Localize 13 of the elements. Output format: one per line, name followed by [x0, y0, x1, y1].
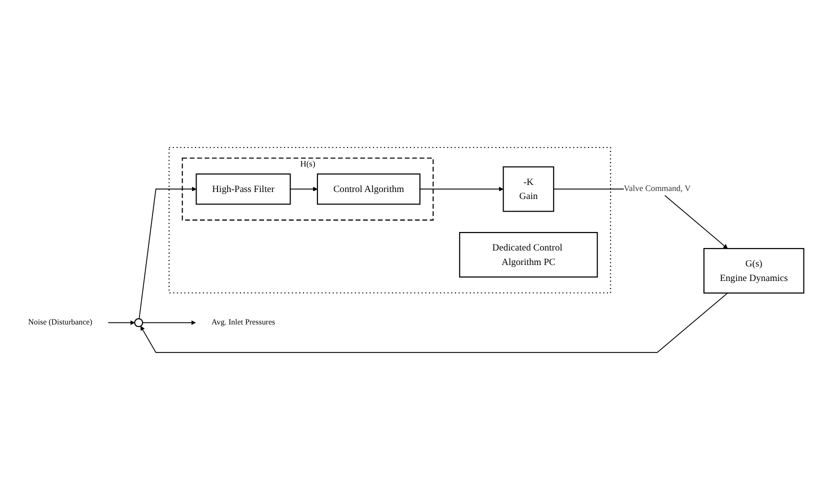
node-box: G(s) Engine Dynamics	[703, 248, 804, 294]
arrow	[420, 186, 504, 191]
arrow	[290, 186, 318, 191]
arrow	[138, 186, 196, 319]
node-box: High-Pass Filter	[196, 172, 291, 204]
arrow	[142, 320, 196, 324]
node-box: Dedicated Control Algorithm PC	[459, 232, 598, 278]
arrow	[140, 292, 728, 352]
node-box: Control Algorithm	[316, 172, 420, 204]
node-box: -K Gain	[502, 166, 554, 212]
arrow	[108, 320, 135, 324]
edge-label: Valve Command, V	[624, 184, 691, 193]
node-circle	[134, 318, 144, 327]
